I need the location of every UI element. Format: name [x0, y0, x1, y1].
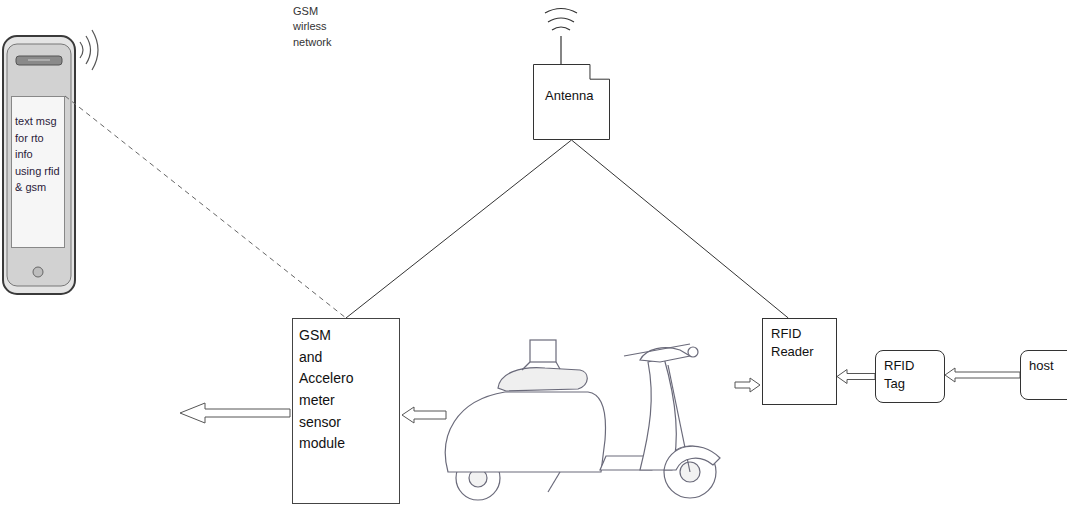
phone-button — [33, 267, 43, 277]
signal-wave — [92, 30, 98, 70]
kickstand — [548, 472, 560, 492]
link-line — [65, 96, 346, 318]
phone-illustration — [3, 36, 75, 294]
block-arrow — [180, 403, 290, 423]
link-line — [346, 140, 572, 318]
node-text: RFID Reader — [771, 325, 827, 361]
phone-bezel — [7, 44, 71, 286]
headset — [640, 348, 690, 362]
antenna-wave — [548, 18, 574, 22]
antenna-symbol — [545, 9, 577, 65]
antenna-mast — [560, 36, 561, 64]
reader-box: RFID Reader — [762, 318, 837, 405]
block-arrow — [837, 370, 875, 384]
block-arrow — [945, 368, 1020, 382]
rear-cowl — [445, 392, 605, 472]
signal-wave — [80, 42, 83, 58]
node-text: host — [1029, 357, 1067, 375]
signal-wave — [86, 36, 91, 64]
antenna-outline-path — [534, 65, 610, 140]
front-fender — [664, 446, 720, 470]
phone-speaker — [16, 56, 62, 65]
phone-body — [3, 36, 75, 294]
node-text: Antenna — [545, 88, 602, 105]
node-text: GSM and Accelero meter sensor module — [299, 325, 357, 455]
link-line — [572, 140, 789, 318]
antenna-wave — [552, 27, 570, 30]
phone-screen: text msg for rto info using rfid & gsm — [11, 96, 65, 248]
node-text: text msg for rto info using rfid & gsm — [15, 113, 61, 196]
leg-shield — [640, 358, 676, 470]
scooter-illustration — [445, 340, 720, 500]
handlebar — [624, 344, 690, 356]
block-arrow — [735, 378, 760, 392]
host-box: host — [1020, 350, 1067, 400]
rack-support — [522, 362, 530, 370]
module-box: GSM and Accelero meter sensor module — [292, 318, 400, 504]
node-text: RFID Tag — [884, 357, 924, 393]
antenna-box: Antenna — [533, 64, 610, 140]
signal-waves — [80, 30, 98, 70]
antenna-wave — [545, 9, 577, 14]
network-label: GSM wirless network — [293, 4, 332, 50]
tag-box: RFID Tag — [875, 350, 945, 403]
seat — [498, 368, 587, 391]
flow-arrows — [180, 378, 760, 423]
rear-rack-box — [530, 340, 556, 362]
phone-speaker-slot — [28, 60, 50, 61]
block-arrow — [402, 407, 446, 423]
headlight — [688, 347, 698, 357]
rack-support — [556, 362, 560, 369]
